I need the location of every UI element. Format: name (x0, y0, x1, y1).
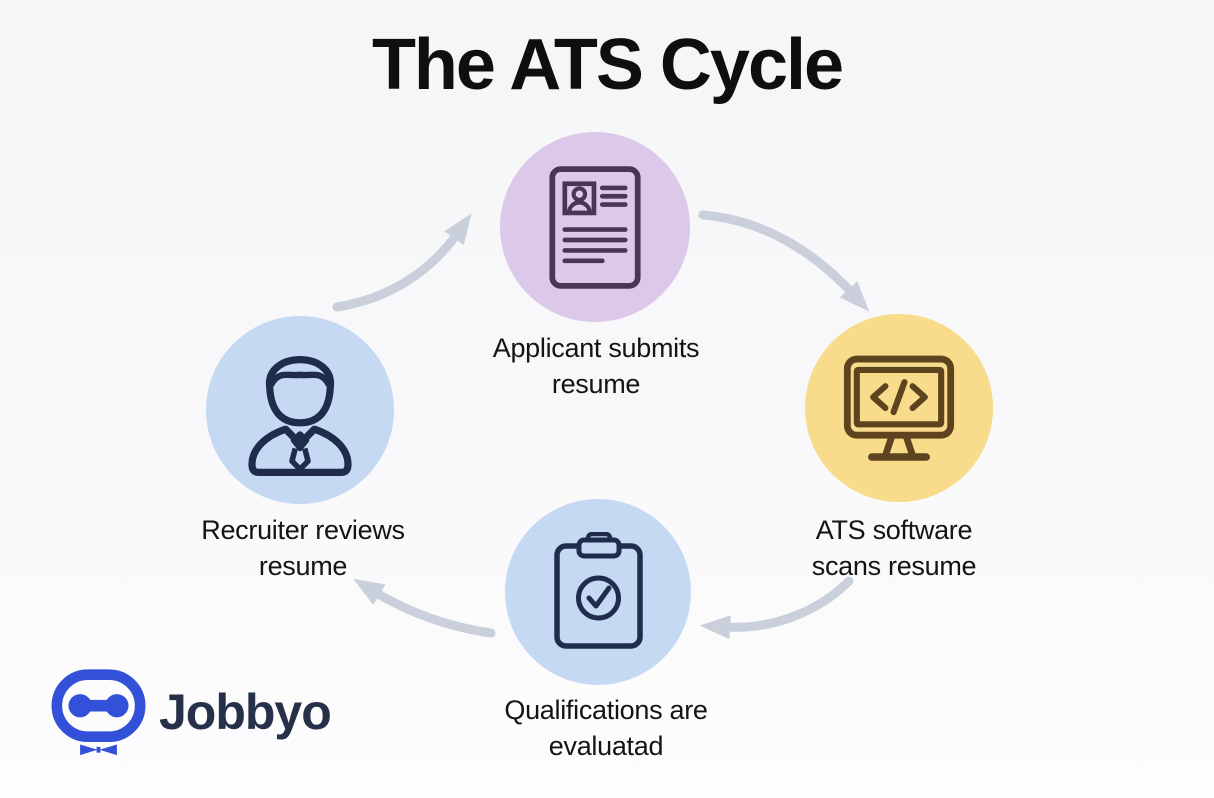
step-circle-ats (805, 314, 993, 502)
step-label-ats: ATS software scans resume (811, 515, 977, 581)
logo-text: Jobbyo (159, 684, 332, 740)
arrow-left-to-top-icon (332, 213, 472, 312)
resume-icon (549, 165, 641, 289)
step-circle-applicant (500, 132, 690, 322)
step-circle-qualifications (505, 499, 691, 685)
step-label-applicant: Applicant submits resume (492, 333, 700, 399)
arrow-bottom-to-left-icon (353, 578, 496, 638)
brand-logo: Jobbyo (50, 666, 332, 758)
page-title: The ATS Cycle (371, 25, 844, 105)
clipboard-check-icon (553, 532, 643, 649)
monitor-code-icon (843, 355, 955, 461)
businessman-icon (248, 356, 352, 477)
arrow-top-to-right-icon (698, 210, 870, 312)
step-label-recruiter: Recruiter reviews resume (201, 515, 405, 581)
robot-head-icon (51, 669, 146, 756)
step-circle-recruiter (206, 316, 394, 504)
arrow-right-to-bottom-icon (699, 576, 854, 640)
step-label-qualifications: Qualifications are evaluatad (504, 695, 708, 761)
